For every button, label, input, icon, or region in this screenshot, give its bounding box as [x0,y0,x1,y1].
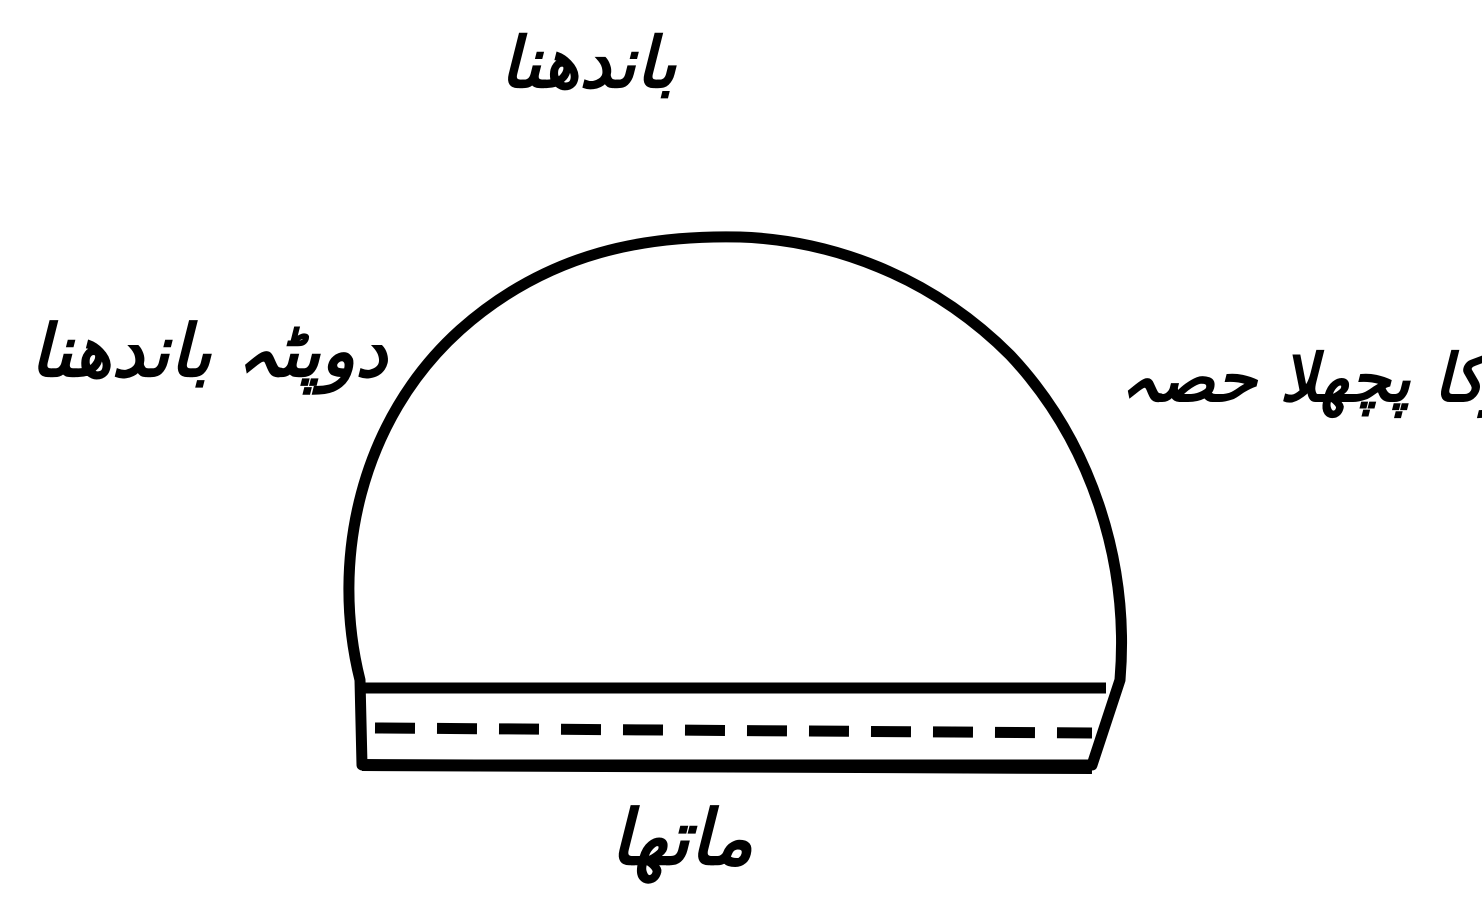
label-back-of-head: سرکا پچھلا حصہ [1120,345,1482,411]
headband-dashed-line [375,728,1092,733]
label-tie-dupatta: دوپٹہ باندھنا [30,315,387,387]
label-forehead: ماتھا [610,800,753,876]
headband-bottom-line [362,765,1092,768]
label-tie: باندھنا [500,28,676,98]
